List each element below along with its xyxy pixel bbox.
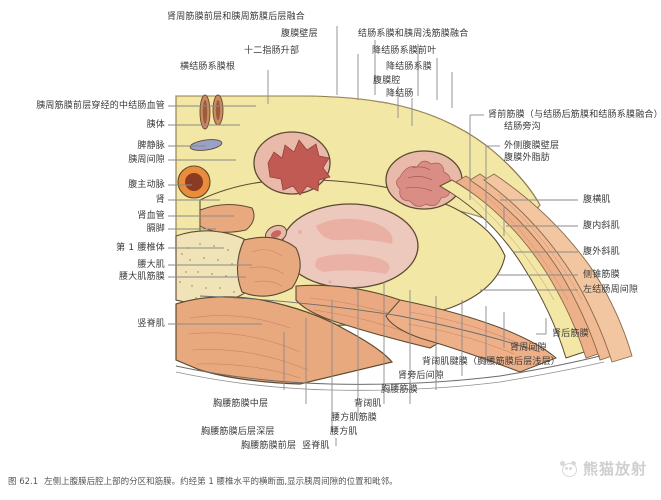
label-first-lumbar-vertebra: 第 1 腰椎体: [116, 243, 165, 253]
label-descending-mesocolon: 降结肠系膜: [386, 62, 433, 72]
label-thoracolumbar-fascia-middle-layer: 胸腰筋膜中层: [213, 399, 269, 409]
label-diaphragmatic-crus: 膈脚: [146, 224, 165, 234]
abdominal-wall-layers: [438, 173, 633, 363]
kidney-organ: [281, 203, 419, 289]
panda-icon: [559, 460, 578, 477]
label-pancreatic-body: 胰体: [146, 120, 165, 130]
label-psoas-fascia: 腰大肌筋膜: [118, 272, 165, 282]
label-splenic-vein: 脾静脉: [137, 141, 165, 151]
label-kidney: 肾: [155, 195, 165, 205]
label-renal-vessels: 肾血管: [137, 211, 165, 221]
label-lateroconal-fascia: 侧锥筋膜: [583, 270, 620, 280]
label-left-pericolonic-space: 左结肠周间隙: [583, 285, 639, 295]
label-ascending-duodenum: 十二指肠升部: [244, 46, 300, 56]
label-latissimus-aponeurosis: 背阔肌腱膜（胸腰筋膜后层浅层）: [422, 357, 561, 367]
watermark-text: 熊猫放射: [582, 460, 647, 478]
label-extraperitoneal-fat: 腹膜外脂肪: [504, 153, 551, 163]
middle-colic-vessels: [199, 94, 224, 130]
label-quadratus-lumborum: 腰方肌: [330, 427, 358, 437]
label-posterior-renal-fascia: 肾后筋膜: [552, 329, 589, 339]
label-thoracolumbar-fascia: 胸腰筋膜: [381, 385, 418, 395]
label-quadratus-lumborum-fascia: 腰方肌筋膜: [331, 413, 378, 423]
diaphragm-crus: [199, 204, 255, 233]
label-paracolic-gutter: 结肠旁沟: [504, 122, 541, 132]
label-posterior-pararenal-space: 肾旁后间隙: [398, 371, 445, 381]
label-middle-colic-vessels: 胰周筋膜前层穿经的中结肠血管: [36, 101, 165, 111]
label-perirenal-pancreatic-fusion: 肾周筋膜前层和胰周筋膜后层融合: [167, 12, 306, 22]
label-peritoneal-cavity: 腹膜腔: [373, 76, 401, 86]
figure-caption-text: 左侧上腹膜后腔上部的分区和筋膜。约经第 1 腰椎水平的横断面,显示胰周间隙的位置…: [44, 477, 398, 487]
label-psoas-major: 腰大肌: [137, 260, 165, 270]
label-external-oblique: 腹外斜肌: [583, 247, 620, 257]
label-descending-colon: 降结肠: [386, 89, 414, 99]
label-thoracolumbar-anterior-layer: 胸腰筋膜前层: [241, 441, 297, 451]
latissimus-dorsi-muscle: [385, 299, 557, 373]
figure-number: 图 62.1: [8, 477, 39, 487]
figure-caption: 图 62.1 左侧上腹膜后腔上部的分区和筋膜。约经第 1 腰椎水平的横断面,显示胰…: [8, 476, 508, 488]
abdominal-aorta: [177, 165, 211, 199]
splenic-vein: [189, 139, 223, 151]
descending-colon: [385, 150, 463, 210]
label-erector-spinae: 竖脊肌: [137, 319, 165, 329]
label-abdominal-aorta: 腹主动脉: [128, 180, 165, 190]
label-thoracolumbar-posterior-deep-layer: 胸腰筋膜后层深层: [201, 427, 275, 437]
watermark: 熊猫放射: [559, 458, 647, 479]
label-erector-spinae-bottom: 竖脊肌: [302, 441, 330, 451]
label-perirenal-space: 肾周间隙: [510, 343, 547, 353]
label-parietal-peritoneum: 腹膜壁层: [281, 29, 318, 39]
label-internal-oblique: 腹内斜肌: [583, 221, 620, 231]
label-peripancreatic-space: 胰周间隙: [128, 155, 165, 165]
label-transverse-mesocolon-root: 横结肠系膜根: [180, 62, 236, 72]
label-mesocolon-pancreatic-fascia-fusion: 结肠系膜和胰周浅筋膜融合: [358, 29, 469, 39]
duodenum-bowel-loop: [253, 131, 331, 196]
label-transversus-abdominis: 腹横肌: [583, 195, 611, 205]
label-latissimus-dorsi: 背阔肌: [354, 399, 382, 409]
label-lateral-parietal-peritoneum: 外侧腹膜壁层: [504, 141, 560, 151]
posterior-fascia-lines: [175, 295, 605, 391]
label-anterior-renal-fascia: 肾前筋膜（与结肠后筋膜和结肠系膜融合）: [488, 110, 661, 120]
label-descending-mesocolon-anterior-leaf: 降结肠系膜前叶: [372, 46, 437, 56]
